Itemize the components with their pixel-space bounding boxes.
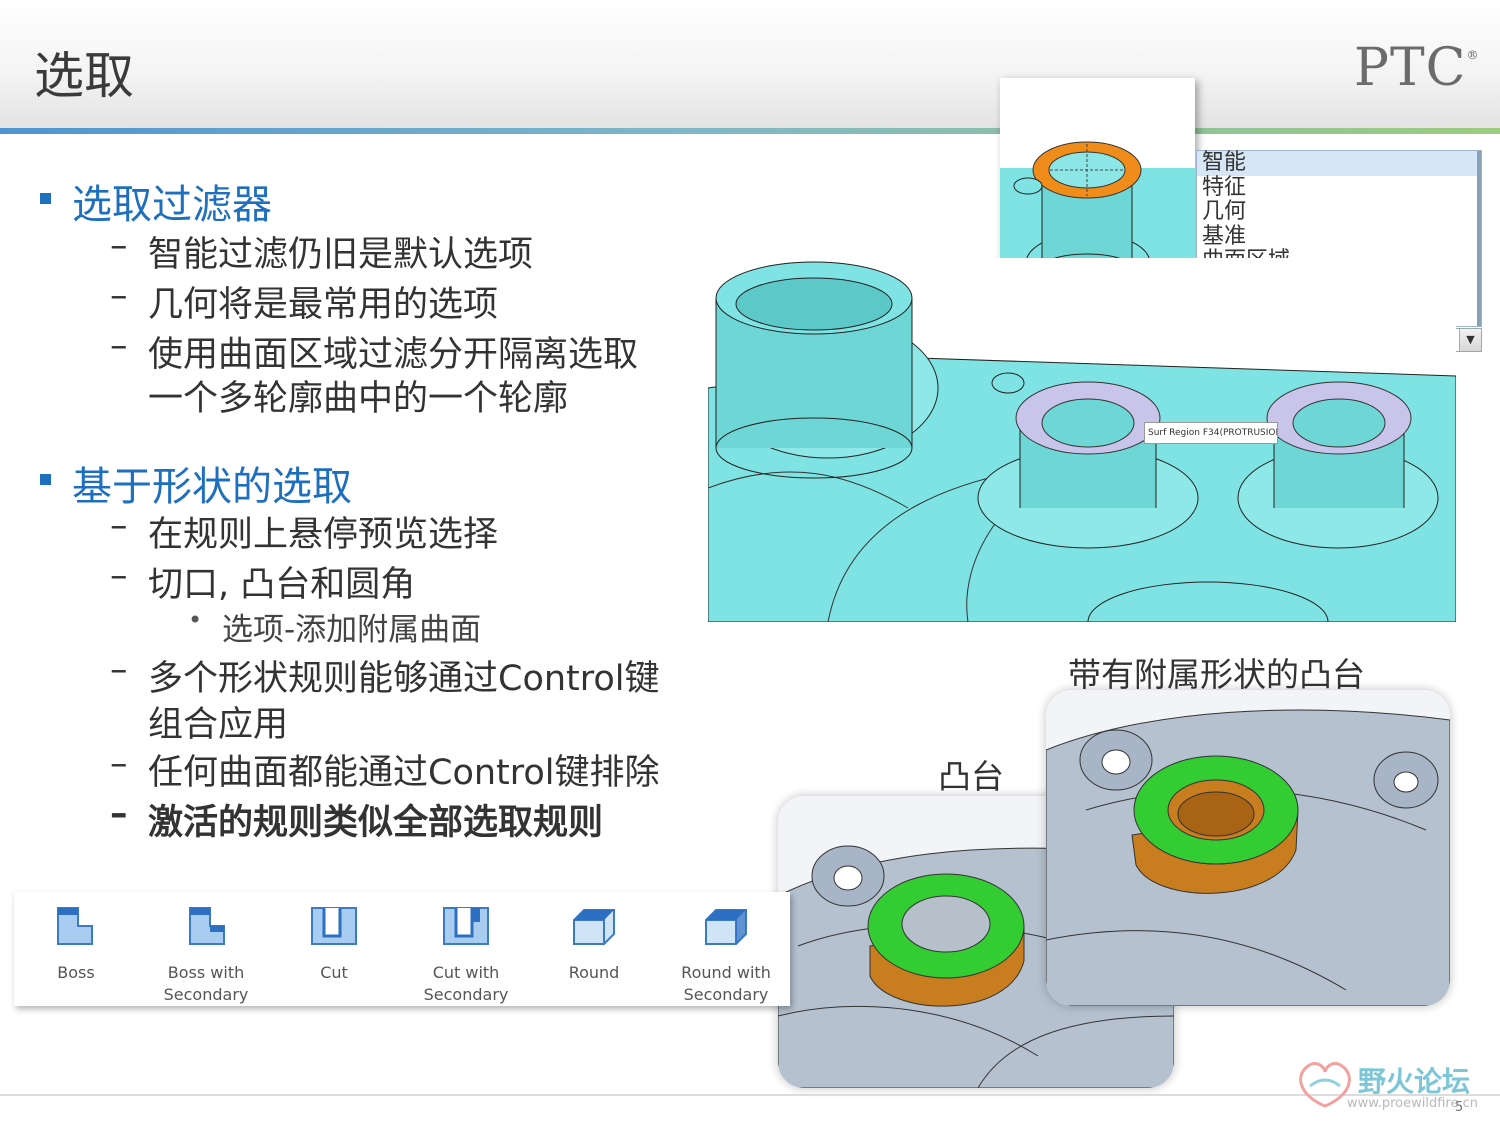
bullet-item-continuation: 组合应用	[148, 705, 289, 745]
boss-with-secondary-label: Boss with	[167, 963, 245, 982]
chevron-down-icon[interactable]: ▼	[1459, 329, 1481, 351]
dash-marker: –	[110, 744, 128, 784]
ptc-logo: PTC®	[1354, 38, 1480, 98]
boss-label: Boss	[57, 963, 95, 982]
bullet-item: 多个形状规则能够通过Control键	[148, 659, 660, 699]
dot-marker: •	[188, 606, 203, 634]
cut-button[interactable]: Cut	[294, 892, 374, 1006]
boss-button[interactable]: Boss	[36, 892, 116, 1006]
boss-secondary-model-image	[1046, 690, 1450, 1006]
cut-secondary-icon	[443, 907, 489, 945]
watermark-text: 野火论坛	[1358, 1065, 1471, 1098]
round-label: Round	[568, 963, 620, 982]
cyan-model-image: Surf Region F34(PROTRUSION)	[708, 258, 1456, 622]
footer-divider	[0, 1094, 1500, 1096]
bullet-item: 任何曲面都能通过Control键排除	[148, 753, 660, 793]
round-secondary-icon	[705, 909, 747, 945]
page-number: 5	[1455, 1100, 1464, 1115]
cut-label: Cut	[320, 963, 348, 982]
caption-boss-secondary: 带有附属形状的凸台	[1068, 655, 1365, 694]
bullet-item: 智能过滤仍旧是默认选项	[148, 235, 534, 275]
dash-marker: –	[110, 506, 128, 546]
dash-marker: –	[110, 794, 128, 834]
cut-with-secondary-label: Cut with	[432, 963, 500, 982]
round-with-secondary-label: Round with	[681, 963, 771, 982]
section-heading-shape: 基于形状的选取	[72, 464, 352, 510]
dash-marker: –	[110, 226, 128, 266]
round-icon	[573, 909, 615, 945]
filter-option-geometry[interactable]: 几何	[1202, 199, 1247, 224]
dash-marker: –	[110, 276, 128, 316]
bullet-item-bold: 激活的规则类似全部选取规则	[148, 803, 604, 843]
boss-icon	[57, 907, 93, 945]
bullet-square-icon	[40, 193, 51, 204]
bullet-item: 几何将是最常用的选项	[148, 285, 499, 325]
filter-option-datum[interactable]: 基准	[1202, 223, 1247, 249]
filter-option-smart[interactable]: 智能	[1197, 151, 1481, 176]
section-heading-filter: 选取过滤器	[72, 182, 272, 228]
sub-bullet-item: 选项-添加附属曲面	[222, 612, 482, 648]
header-accent-line	[0, 128, 1500, 134]
cut-icon	[311, 907, 357, 945]
round-button[interactable]: Round	[554, 892, 634, 1006]
slide-header	[0, 0, 1500, 132]
bullet-item: 使用曲面区域过滤分开隔离选取	[148, 335, 639, 375]
boss-secondary-icon	[189, 907, 225, 945]
dash-marker: –	[110, 556, 128, 596]
watermark-url: www.proewildfire.cn	[1347, 1096, 1478, 1111]
bullet-item-continuation: 一个多轮廓曲中的一个轮廓	[148, 379, 569, 419]
caption-boss: 凸台	[938, 757, 1004, 796]
bullet-square-icon	[40, 474, 51, 485]
dash-marker: –	[110, 650, 128, 690]
bullet-item: 在规则上悬停预览选择	[148, 515, 499, 555]
bullet-item: 切口, 凸台和圆角	[148, 565, 416, 605]
filter-option-feature[interactable]: 特征	[1202, 174, 1247, 200]
list-scrollbar[interactable]	[1477, 151, 1481, 326]
surface-region-tooltip: Surf Region F34(PROTRUSION)	[1144, 422, 1278, 444]
dash-marker: –	[110, 326, 128, 366]
watermark-logo-icon	[1299, 1062, 1351, 1108]
slide-title: 选取	[34, 47, 134, 105]
